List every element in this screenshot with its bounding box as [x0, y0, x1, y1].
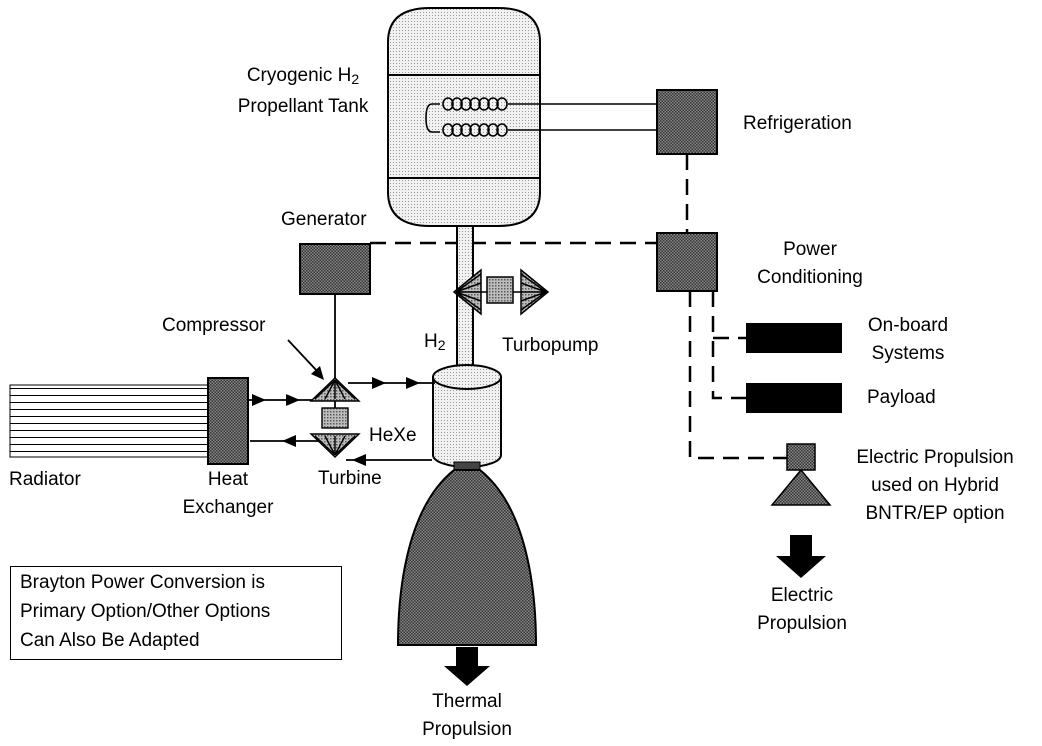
h2-label: H2: [424, 331, 446, 353]
electric-propulsion-label: Electric Propulsion: [740, 582, 864, 638]
ep-option-line1: Electric Propulsion: [856, 447, 1014, 468]
generator-box: [299, 243, 371, 295]
compressor: [309, 377, 361, 402]
onboard-systems-label: On-board Systems: [848, 312, 968, 368]
heat-exchanger-label: Heat Exchanger: [168, 466, 288, 522]
generator-label: Generator: [281, 209, 367, 230]
power-conditioning-line2: Conditioning: [757, 267, 863, 288]
power-conditioning-label: Power Conditioning: [735, 236, 885, 292]
payload-bar: [746, 383, 842, 413]
radiator: [9, 384, 209, 458]
turbine: [309, 433, 361, 458]
thermal-propulsion-line2: Propulsion: [422, 719, 512, 740]
turbopump: [452, 268, 550, 316]
compressor-label: Compressor: [162, 315, 266, 336]
ep-option-line2: used on Hybrid: [871, 475, 999, 496]
onboard-systems-line1: On-board: [867, 315, 949, 336]
reactor-heat-exchanger: [432, 364, 502, 471]
refrigeration-label: Refrigeration: [743, 113, 852, 134]
turbine-label: Turbine: [318, 468, 382, 489]
tank-label-line2: Propellant Tank: [237, 96, 369, 117]
onboard-systems-bar: [746, 323, 842, 353]
note-line2: Primary Option/Other Options: [20, 601, 271, 622]
heat-exchanger-box: [207, 377, 249, 465]
electric-thrust-arrow: [776, 535, 826, 578]
hexe-label: HeXe: [369, 425, 417, 446]
onboard-systems-line2: Systems: [871, 343, 945, 364]
compressor-callout: [287, 339, 324, 380]
tank-label-line1: Cryogenic H2: [246, 65, 360, 87]
propellant-tank: [387, 7, 541, 227]
power-conditioning-box: [656, 232, 718, 292]
thermal-propulsion-label: Thermal Propulsion: [405, 688, 529, 744]
electric-propulsion-line1: Electric: [770, 585, 834, 606]
radiator-label: Radiator: [9, 469, 81, 490]
turbopump-label: Turbopump: [502, 335, 599, 356]
ep-option-label: Electric Propulsion used on Hybrid BNTR/…: [830, 444, 1040, 528]
thermal-thrust-arrow: [444, 647, 490, 686]
refrigeration-coil: [425, 97, 657, 137]
electric-thruster: [770, 443, 832, 506]
refrigeration-box: [656, 89, 718, 155]
power-links: [370, 154, 787, 460]
tank-label: Cryogenic H2 Propellant Tank: [218, 62, 388, 121]
nozzle: [396, 469, 538, 646]
power-conditioning-line1: Power: [783, 239, 837, 260]
note-line1: Brayton Power Conversion is: [20, 572, 265, 593]
brayton-note-box: Brayton Power Conversion is Primary Opti…: [10, 566, 342, 660]
thermal-propulsion-line1: Thermal: [432, 691, 502, 712]
heat-exchanger-line1: Heat: [207, 469, 249, 490]
ep-option-line3: BNTR/EP option: [865, 503, 1005, 524]
note-line3: Can Also Be Adapted: [20, 630, 200, 651]
heat-exchanger-line2: Exchanger: [182, 497, 274, 518]
electric-propulsion-line2: Propulsion: [757, 613, 847, 634]
brayton-shaft-box: [321, 407, 349, 429]
flow-arrowheads: [252, 377, 420, 466]
payload-label: Payload: [867, 387, 936, 408]
